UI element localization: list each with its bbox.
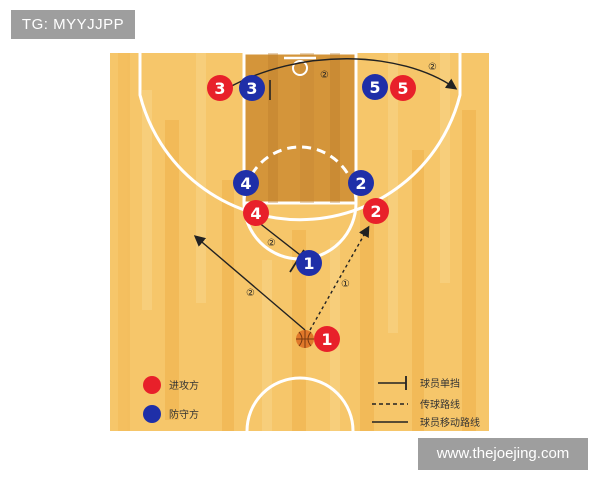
defense-player-2: 2 <box>348 170 374 196</box>
legend-pass-label: 传球路线 <box>420 398 460 411</box>
defense-player-3: 3 <box>239 75 265 101</box>
legend-screen-label: 球员单挡 <box>420 377 460 390</box>
offense-player-4: 4 <box>243 200 269 226</box>
defense-player-4: 4 <box>233 170 259 196</box>
path-1-cut <box>193 235 306 331</box>
offense-player-2: 2 <box>363 198 389 224</box>
legend-screen-icon <box>378 376 407 390</box>
basketball-icon <box>296 330 314 348</box>
svg-text:2: 2 <box>355 174 366 193</box>
step-label-mid: ② <box>267 238 276 249</box>
step-label-top-right: ② <box>428 62 437 73</box>
center-circle <box>245 376 355 432</box>
step-label-top: ② <box>320 70 329 81</box>
svg-text:3: 3 <box>214 79 225 98</box>
legend-offense-dot <box>143 376 161 394</box>
legend-defense-dot <box>143 405 161 423</box>
legend-move-label: 球员移动路线 <box>420 416 480 429</box>
watermark-bottom-right: www.thejoejing.com <box>418 438 588 470</box>
floor-planks <box>118 53 476 431</box>
defense-player-5: 5 <box>362 74 388 100</box>
path-4-to-1 <box>257 221 305 259</box>
svg-text:4: 4 <box>250 204 261 223</box>
hoop <box>292 60 308 76</box>
svg-text:4: 4 <box>240 174 251 193</box>
svg-text:5: 5 <box>397 79 408 98</box>
pass-path <box>309 225 370 331</box>
defense-player-1: 1 <box>296 250 322 276</box>
watermark-top-left: TG: MYYJJPP <box>11 10 135 39</box>
three-point-line <box>138 53 462 222</box>
legend-defense-label: 防守方 <box>169 408 199 421</box>
offense-player-1: 1 <box>314 326 340 352</box>
svg-text:2: 2 <box>370 202 381 221</box>
svg-text:3: 3 <box>246 79 257 98</box>
svg-text:1: 1 <box>321 330 332 349</box>
path-top-movement <box>227 58 458 90</box>
step-label-pass: ① <box>341 279 350 290</box>
svg-text:1: 1 <box>303 254 314 273</box>
offense-player-5: 5 <box>390 75 416 101</box>
paint-key <box>242 51 358 205</box>
offense-player-3: 3 <box>207 75 233 101</box>
legend-offense-label: 进攻方 <box>169 379 199 392</box>
step-label-left-path: ② <box>246 288 255 299</box>
svg-text:5: 5 <box>369 78 380 97</box>
